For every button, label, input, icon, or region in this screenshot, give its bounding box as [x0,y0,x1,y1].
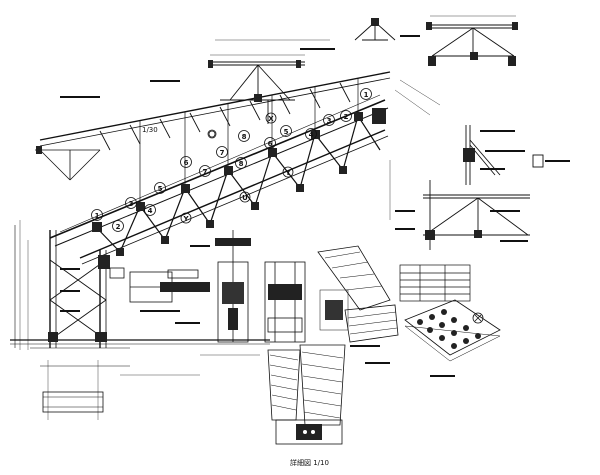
svg-text:8: 8 [242,133,247,141]
svg-text:6: 6 [268,140,273,148]
bolt-layout-detail [404,299,501,362]
member-circle: 3 [125,197,137,209]
grid-mark-x: X [265,112,277,124]
grid-mark-u: U [239,191,251,203]
member-circle: 1 [360,88,372,100]
grid-mark-y: Y [282,166,294,178]
member-circle: 8 [235,157,247,169]
top-right-truss [426,15,518,66]
upper-truss [208,54,305,124]
svg-text:U: U [242,194,248,202]
main-view-scale-label: 1/30 [142,126,158,134]
member-circle: 5 [280,125,292,137]
svg-text:6: 6 [184,159,189,167]
member-circle: 7 [216,146,228,158]
grid-mark-y: Y [180,212,192,224]
svg-text:5: 5 [284,128,289,136]
member-circle: 4 [144,204,156,216]
right-gusset-detail [463,125,544,185]
svg-text:7: 7 [220,149,225,157]
member-circle: 1 [91,209,103,221]
annotation-ticks [60,35,570,377]
member-circle: 2 [112,220,124,232]
member-circle: 6 [180,156,192,168]
left-support [10,225,270,420]
svg-text:7: 7 [203,168,208,176]
svg-text:Y: Y [284,169,291,177]
center-details [129,230,306,343]
reference-circle [208,130,216,138]
grid-mark-x [207,129,217,139]
member-circle: 3 [323,114,335,126]
svg-text:4: 4 [148,207,153,215]
grid-marks: X Y Y U [180,112,294,224]
left-side-truss [35,146,101,181]
svg-text:Y: Y [182,215,189,223]
dimension-lines [19,39,441,376]
svg-text:5: 5 [158,185,163,193]
svg-text:2: 2 [344,113,349,121]
main-truss [39,71,391,265]
svg-text:1: 1 [95,212,100,220]
schedule-table [399,264,471,302]
member-circle: 2 [340,110,352,122]
right-truss [423,180,530,250]
svg-text:X: X [268,115,274,123]
member-circle: 6 [264,137,276,149]
svg-text:8: 8 [239,160,244,168]
svg-text:1: 1 [364,91,369,99]
svg-text:3: 3 [327,117,332,125]
sheet-title: 詳細図 1/10 [290,458,329,467]
bolt-plate-detail [275,419,343,445]
hatched-joints [267,245,399,426]
svg-text:3: 3 [129,200,134,208]
top-gable-truss [354,18,396,41]
svg-text:2: 2 [116,223,121,231]
svg-text:4: 4 [309,131,314,139]
member-labels: 1 2 3 4 5 6 7 7 [91,88,372,232]
member-circle: 8 [238,130,250,142]
member-circle: 5 [154,182,166,194]
member-circle: 4 [305,128,317,140]
member-circle: 7 [199,165,211,177]
